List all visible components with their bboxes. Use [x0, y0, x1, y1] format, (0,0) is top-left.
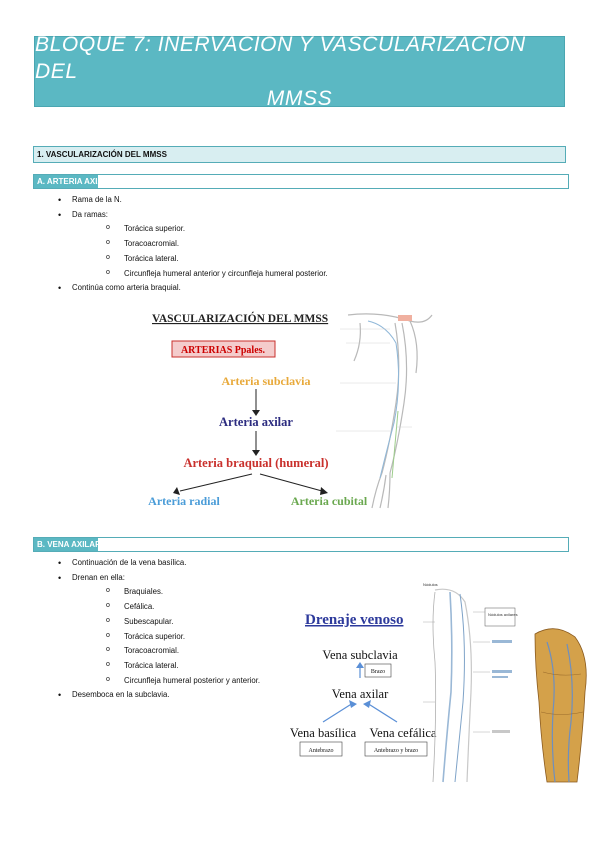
artery-highlight [398, 315, 412, 321]
subsection-header-arteria-axial: A. ARTERIA AXIAL [33, 174, 569, 189]
sublist-item: Subescapular. [72, 614, 260, 630]
subsection-label: A. ARTERIA AXIAL [37, 177, 109, 186]
subsection-label: B. VENA AXILAR [37, 540, 101, 549]
antebrazo-label: Antebrazo [309, 748, 334, 754]
vena-axilar-list: Continuación de la vena basílica. Drenan… [58, 556, 260, 703]
arteria-braquial-label: Arteria braquial (humeral) [183, 456, 328, 470]
figure-heading: VASCULARIZACIÓN DEL MMSS [152, 311, 328, 325]
sublist-item: Braquiales. [72, 584, 260, 600]
nodulos-top-label: Nódulos [423, 582, 438, 587]
arrow-head [320, 487, 328, 495]
arrow-line [322, 702, 354, 723]
list-item: Continuación de la vena basílica. [58, 556, 260, 571]
antebrazo-brazo-box [364, 741, 428, 757]
sublist-item: Torácica superior. [72, 221, 328, 237]
arm-vein-illustration: Nódulos axilares Nódulos [423, 582, 518, 783]
title-banner: BLOQUE 7: INERVACIÓN Y VASCULARIZACIÓN D… [34, 33, 565, 110]
sublist-item: Torácica lateral. [72, 251, 328, 267]
list-item-label: Da ramas: [72, 209, 108, 219]
sublist-item: Toracoacromial. [72, 236, 328, 252]
arteria-subclavia-label: Arteria subclavia [222, 374, 311, 388]
sublist-item: Cefálica. [72, 599, 260, 615]
list-item: Desemboca en la subclavia. [58, 688, 260, 703]
section-header: 1. VASCULARIZACIÓN DEL MMSS [33, 146, 566, 163]
arteria-radial-label: Arteria radial [148, 494, 220, 508]
vena-basilica-label: Vena basílica [290, 726, 357, 740]
vena-subclavia-label: Vena subclavia [322, 648, 398, 662]
arrow-line [366, 702, 398, 723]
arrow-head [363, 700, 371, 708]
arrow-head [252, 410, 260, 416]
arrow-line [259, 473, 323, 492]
arrow-head [173, 487, 180, 495]
arrow-head [356, 662, 364, 668]
arterias-box-label: ARTERIAS Ppales. [181, 345, 266, 356]
sublist-item: Torácica superior. [72, 629, 260, 645]
sublist-item: Toracoacromial. [72, 643, 260, 659]
venous-drainage-figure: Drenaje venoso Vena subclavia Brazo Vena… [285, 582, 590, 787]
subsection-header-vena-axilar: B. VENA AXILAR [33, 537, 569, 552]
list-item: Rama de la N. [58, 193, 328, 208]
sublist-item: Torácica lateral. [72, 658, 260, 674]
list-item: Drenan en ella: Braquiales. Cefálica. Su… [58, 571, 260, 689]
arterial-diagram-figure: VASCULARIZACIÓN DEL MMSS ARTERIAS Ppales… [140, 303, 460, 513]
brazo-box [364, 663, 392, 678]
antebrazo-box [299, 741, 343, 757]
arteria-cubital-label: Arteria cubital [291, 494, 368, 508]
list-item: Da ramas: Torácica superior. Toracoacrom… [58, 208, 328, 282]
vena-axilar-label: Vena axilar [332, 687, 389, 701]
arteria-axilar-label: Arteria axilar [219, 415, 293, 429]
brazo-label: Brazo [371, 669, 385, 675]
sublist: Torácica superior. Toracoacromial. Torác… [72, 221, 328, 282]
arrow-head [349, 700, 357, 708]
arterias-box [171, 340, 276, 358]
nodulos-axilares-label: Nódulos axilares [488, 612, 518, 617]
figure-heading: Drenaje venoso [305, 612, 403, 628]
page-title-line1: BLOQUE 7: INERVACIÓN Y VASCULARIZACIÓN D… [35, 33, 526, 83]
list-item-label: Drenan en ella: [72, 572, 125, 582]
artery-path [391, 410, 399, 479]
antebrazo-brazo-label: Antebrazo y brazo [374, 748, 418, 754]
vena-cefalica-label: Vena cefálica [370, 726, 437, 740]
sublist: Braquiales. Cefálica. Subescapular. Torá… [72, 584, 260, 689]
sublist-item: Circunfleja humeral anterior y circunfle… [72, 266, 328, 282]
arteria-axial-list: Rama de la N. Da ramas: Torácica superio… [58, 193, 328, 296]
arrow-head [252, 450, 260, 456]
list-item: Continúa como arteria braquial. [58, 281, 328, 296]
figure-small-annotations [336, 328, 412, 432]
arrow-line [179, 473, 253, 492]
page-title-line2: MMSS [266, 87, 333, 110]
sublist-item: Circunfleja humeral posterior y anterior… [72, 673, 260, 689]
muscular-arm-illustration [534, 628, 587, 783]
